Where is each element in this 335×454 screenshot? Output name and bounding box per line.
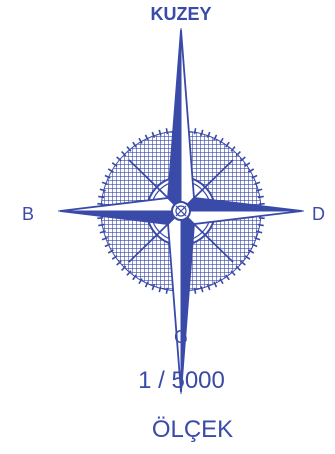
scale-label: ÖLÇEK — [0, 418, 335, 442]
ring-tick — [195, 128, 196, 134]
ring-tick — [258, 196, 264, 197]
ring-tick — [166, 128, 167, 134]
ring-tick — [166, 288, 167, 294]
south-label: G — [0, 328, 335, 346]
ring-tick — [195, 288, 196, 294]
ring-tick — [259, 218, 265, 219]
center-hub — [172, 202, 190, 220]
west-label: B — [22, 205, 34, 223]
ring-tick — [98, 225, 104, 226]
scale-value: 1 / 5000 — [0, 369, 335, 393]
ring-tick — [97, 204, 103, 205]
ring-tick — [97, 218, 103, 219]
ring-tick — [259, 204, 265, 205]
east-label: D — [312, 205, 325, 223]
ring-tick — [258, 225, 264, 226]
north-label: KUZEY — [0, 5, 335, 23]
ring-tick — [98, 196, 104, 197]
